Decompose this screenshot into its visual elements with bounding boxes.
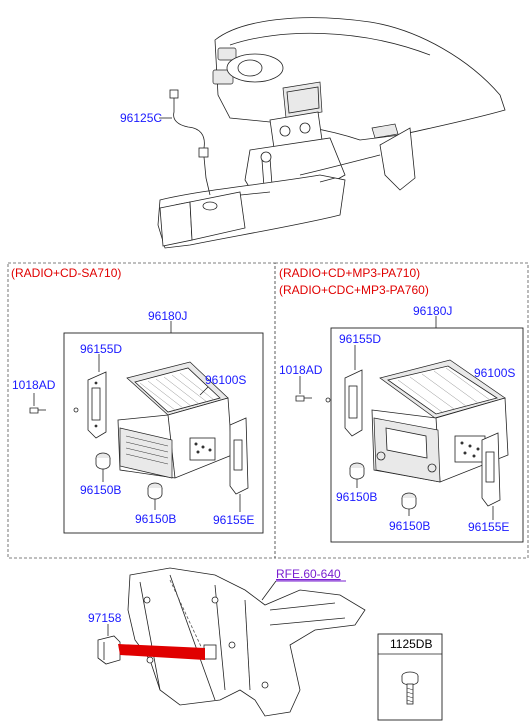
body-frame-illustration — [127, 567, 366, 717]
left-label-head-unit[interactable]: 96180J — [148, 309, 187, 323]
install-arrow — [118, 644, 205, 660]
left-assembly — [29, 321, 264, 534]
right-label-bracket-bottom[interactable]: 96155E — [468, 520, 509, 534]
right-label-head-unit[interactable]: 96180J — [413, 304, 452, 318]
left-label-bracket-bottom[interactable]: 96155E — [213, 513, 254, 527]
dashboard-illustration — [157, 17, 506, 249]
part-97158 — [97, 624, 121, 665]
cable-96125c — [159, 89, 211, 196]
right-variant-frame — [274, 262, 529, 559]
right-assembly-box — [330, 327, 524, 543]
label-96125c[interactable]: 96125C — [120, 111, 162, 125]
right-label-knob-b[interactable]: 96150B — [389, 519, 430, 533]
left-assembly-box — [63, 332, 264, 534]
right-label-audio-module[interactable]: 96100S — [474, 366, 515, 380]
right-variant-title-2: (RADIO+CDC+MP3-PA760) — [279, 283, 429, 297]
left-label-audio-module[interactable]: 96100S — [205, 373, 246, 387]
right-assembly — [295, 316, 524, 543]
right-variant-title-1: (RADIO+CD+MP3-PA710) — [279, 266, 420, 280]
left-variant-frame — [7, 262, 276, 559]
fastener-box — [377, 633, 443, 721]
left-label-screw[interactable]: 1018AD — [12, 378, 56, 392]
ref-link-leader — [261, 580, 277, 601]
label-1125db: 1125DB — [390, 637, 432, 651]
left-label-knob-a[interactable]: 96150B — [80, 483, 121, 497]
right-label-bracket-top[interactable]: 96155D — [339, 332, 381, 346]
right-label-knob-a[interactable]: 96150B — [336, 490, 377, 504]
right-label-screw[interactable]: 1018AD — [279, 363, 323, 377]
ref-link-rfe[interactable]: RFE.60-640 — [276, 567, 341, 581]
left-label-bracket-top[interactable]: 96155D — [80, 342, 122, 356]
left-variant-title: (RADIO+CD-SA710) — [11, 266, 121, 280]
left-label-knob-b[interactable]: 96150B — [135, 512, 176, 526]
label-97158[interactable]: 97158 — [88, 611, 122, 625]
